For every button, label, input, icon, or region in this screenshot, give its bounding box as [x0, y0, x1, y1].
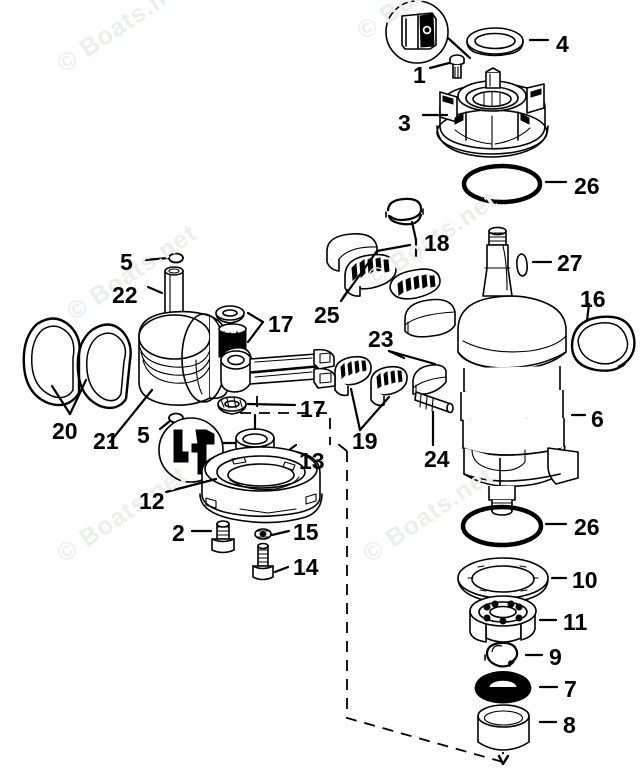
part-main-bearings-25 [326, 232, 456, 338]
callout-label-19: 19 [352, 428, 378, 454]
part-retaining-clip-9 [484, 641, 544, 668]
part-crankpin-bearings-23-19 [334, 349, 447, 432]
assembly-dashed-path [240, 396, 510, 766]
part-retaining-ring-18 [385, 197, 424, 260]
part-screw-1 [428, 54, 465, 79]
callout-label-5-upper: 5 [120, 249, 133, 275]
part-dowel-pin-24 [414, 391, 454, 447]
callout-label-6: 6 [591, 406, 604, 432]
part-washer-15 [254, 528, 291, 540]
part-connecting-rod [220, 346, 336, 393]
callout-label-27: 27 [557, 250, 583, 276]
callout-label-13: 13 [299, 448, 325, 474]
part-ball-bearing-11 [469, 595, 558, 643]
part-retainer-5-upper [143, 252, 184, 264]
part-bolt-14 [252, 542, 290, 581]
callout-label-22: 22 [112, 282, 138, 308]
callout-label-17-lower: 17 [300, 396, 326, 422]
callout-label-8: 8 [563, 712, 576, 738]
part-bearing-head-3 [421, 67, 549, 158]
callout-label-12: 12 [139, 488, 165, 514]
callout-label-26-upper: 26 [574, 173, 600, 199]
part-oil-seal-7 [474, 671, 559, 704]
callout-label-3: 3 [398, 110, 411, 136]
callout-label-17-upper: 17 [268, 311, 294, 337]
callout-label-5-lower: 5 [137, 422, 150, 448]
callout-label-1: 1 [413, 62, 426, 88]
callout-label-16: 16 [580, 286, 606, 312]
callout-label-25: 25 [314, 302, 340, 328]
part-o-ring-26-upper [461, 163, 568, 205]
callout-label-23: 23 [368, 326, 394, 352]
part-bolt-2 [190, 520, 235, 554]
callout-label-18: 18 [424, 230, 450, 256]
callout-label-20: 20 [52, 418, 78, 444]
part-seal-ring-4 [466, 27, 550, 57]
part-piston-rings-20 [22, 317, 132, 416]
part-bearing-sleeve-8 [477, 704, 558, 751]
callout-label-14: 14 [293, 554, 319, 580]
callout-label-10: 10 [572, 567, 598, 593]
callout-label-11: 11 [563, 609, 588, 635]
part-thrust-washer-10 [457, 557, 568, 603]
part-wrist-pin-bearing-17-lower [217, 396, 297, 415]
callout-label-7: 7 [564, 676, 577, 702]
part-snap-ring-16 [570, 302, 636, 372]
detail-bubble-screw [385, 0, 472, 64]
callout-label-26-lower: 26 [574, 514, 600, 540]
callout-label-4: 4 [556, 31, 569, 57]
callout-label-15: 15 [293, 519, 319, 545]
part-bearing-housing-12 [164, 446, 323, 524]
part-piston-21 [108, 310, 229, 444]
callout-label-24: 24 [424, 446, 450, 472]
callout-label-2: 2 [172, 520, 185, 546]
callout-label-21: 21 [93, 428, 119, 454]
part-woodruff-key-27 [516, 253, 553, 277]
part-o-ring-26-lower [460, 504, 568, 548]
callout-label-9: 9 [549, 644, 562, 670]
